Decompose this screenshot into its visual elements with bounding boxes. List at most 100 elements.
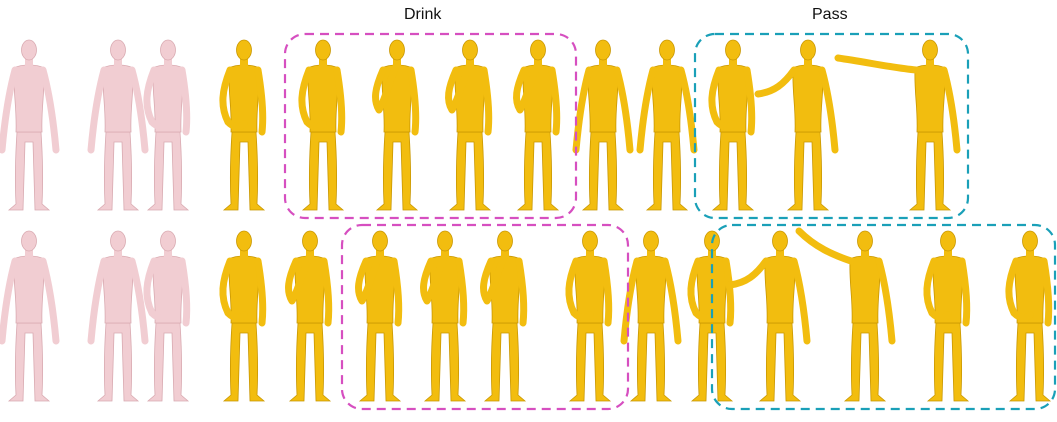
generated-pose-figure xyxy=(640,40,694,210)
leg xyxy=(583,132,623,210)
head xyxy=(438,231,453,251)
arm xyxy=(730,261,766,285)
leg xyxy=(425,323,465,401)
arm xyxy=(132,70,145,150)
leg xyxy=(290,323,330,401)
generated-pose-figure xyxy=(712,40,753,210)
leg xyxy=(9,323,49,401)
generated-pose-figure xyxy=(424,231,465,401)
arm xyxy=(552,70,557,132)
head xyxy=(498,231,513,251)
leg xyxy=(224,132,264,210)
generated-pose-figure xyxy=(1009,231,1050,401)
head xyxy=(773,231,788,251)
leg xyxy=(910,132,950,210)
arm xyxy=(519,261,524,323)
torso xyxy=(588,65,618,132)
torso xyxy=(652,65,682,132)
arm xyxy=(879,261,892,341)
leg xyxy=(760,323,800,401)
leg xyxy=(1010,323,1050,401)
head xyxy=(596,40,611,60)
drink-label: Drink xyxy=(404,6,441,24)
torso xyxy=(915,65,945,132)
arm xyxy=(624,261,637,341)
head xyxy=(923,40,938,60)
arm xyxy=(758,70,794,94)
head xyxy=(161,231,176,251)
arm xyxy=(43,70,56,150)
leg xyxy=(148,323,188,401)
arm xyxy=(681,70,694,150)
head xyxy=(237,40,252,60)
generated-pose-figure xyxy=(576,40,630,210)
arm xyxy=(182,70,187,132)
generated-pose-figure xyxy=(624,231,678,401)
head xyxy=(726,40,741,60)
arm xyxy=(1044,261,1049,323)
arm xyxy=(822,70,835,150)
generated-pose-figure xyxy=(517,40,558,210)
arm xyxy=(324,261,329,323)
head xyxy=(583,231,598,251)
generated-pose-figure xyxy=(223,231,264,401)
arm xyxy=(604,261,609,323)
head xyxy=(390,40,405,60)
history-pose-figure xyxy=(91,40,145,210)
leg xyxy=(928,323,968,401)
generated-pose-figure xyxy=(449,40,490,210)
arm xyxy=(459,261,464,323)
generated-pose-figure xyxy=(289,231,330,401)
head xyxy=(303,231,318,251)
leg xyxy=(377,132,417,210)
arm xyxy=(2,70,15,150)
arm xyxy=(962,261,967,323)
history-pose-figure xyxy=(147,231,188,401)
head xyxy=(237,231,252,251)
leg xyxy=(485,323,525,401)
torso xyxy=(765,256,795,323)
leg xyxy=(713,132,753,210)
leg xyxy=(9,132,49,210)
pass-group-box xyxy=(712,225,1055,409)
leg xyxy=(788,132,828,210)
arm xyxy=(258,261,263,323)
generated-pose-figure xyxy=(223,40,264,210)
generated-pose-figure xyxy=(799,231,892,401)
generated-pose-figure xyxy=(758,40,835,210)
torso xyxy=(14,65,44,132)
head xyxy=(531,40,546,60)
leg xyxy=(148,132,188,210)
head xyxy=(660,40,675,60)
leg xyxy=(570,323,610,401)
head xyxy=(22,40,37,60)
generated-pose-figure xyxy=(484,231,525,401)
head xyxy=(161,40,176,60)
torso xyxy=(14,256,44,323)
leg xyxy=(631,323,671,401)
arm xyxy=(576,70,589,150)
history-pose-figure xyxy=(91,231,145,401)
leg xyxy=(224,323,264,401)
leg xyxy=(845,323,885,401)
arm xyxy=(799,231,851,261)
arm xyxy=(132,261,145,341)
leg xyxy=(450,132,490,210)
history-pose-figure xyxy=(147,40,188,210)
arm xyxy=(794,261,807,341)
leg xyxy=(303,132,343,210)
generated-pose-figure xyxy=(927,231,968,401)
head xyxy=(858,231,873,251)
head xyxy=(463,40,478,60)
arm xyxy=(394,261,399,323)
head xyxy=(111,231,126,251)
arm xyxy=(43,261,56,341)
arm xyxy=(726,261,731,323)
history-pose-figure xyxy=(2,40,56,210)
arm xyxy=(640,70,653,150)
generated-pose-figure xyxy=(838,40,957,210)
arm xyxy=(944,70,957,150)
generated-pose-figure xyxy=(730,231,807,401)
